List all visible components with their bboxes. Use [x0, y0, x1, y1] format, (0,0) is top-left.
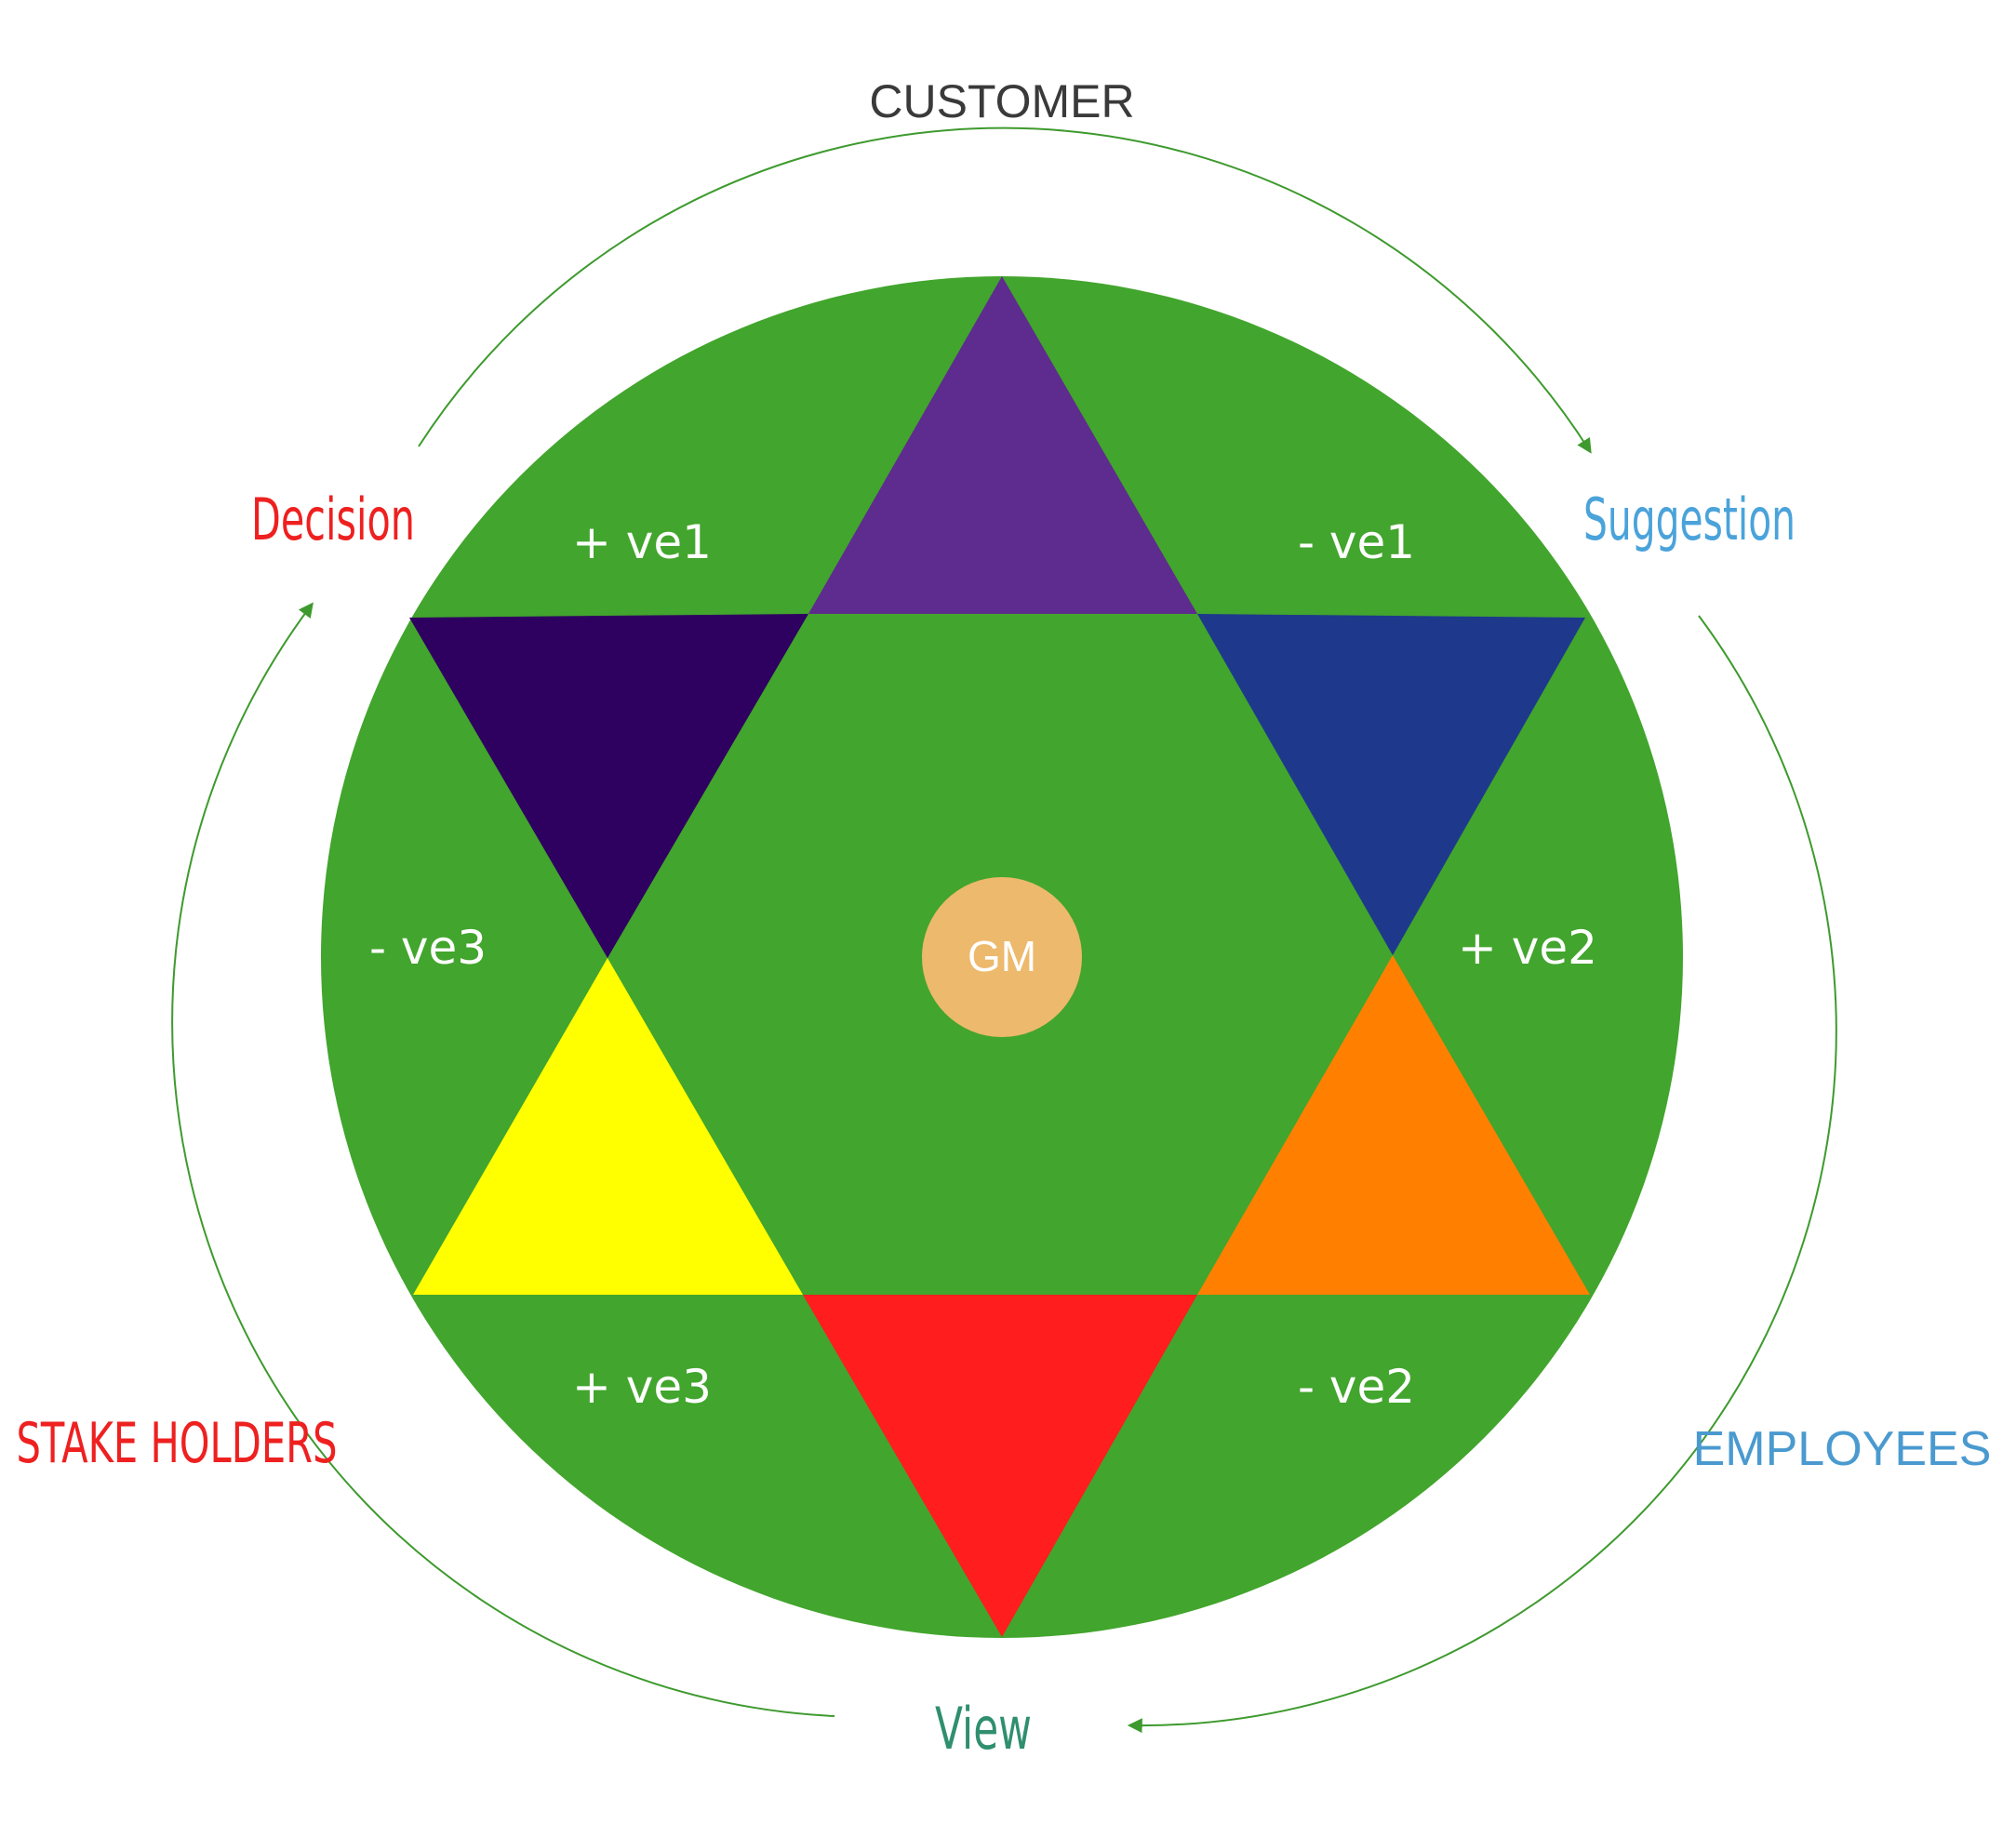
label-employees: EMPLOYEES [1693, 1422, 1992, 1476]
arc-suggestion-to-view [1127, 615, 1837, 1734]
triangle-lower-right [1197, 955, 1590, 1295]
label-suggestion: Suggestion [1583, 486, 1796, 553]
arc-customer-to-suggestion [418, 126, 1592, 454]
label-decision: Decision [251, 486, 415, 553]
triangle-top [808, 276, 1197, 614]
center-disc [922, 877, 1082, 1037]
segment-label-minus-ve1: - ve1 [1298, 515, 1415, 569]
triangle-upper-left [409, 614, 808, 958]
label-customer: CUSTOMER [869, 75, 1134, 127]
center-label: GM [968, 932, 1036, 980]
label-view: View [935, 1695, 1032, 1763]
arc-view-to-decision [171, 602, 835, 1717]
segment-label-minus-ve2: - ve2 [1298, 1360, 1415, 1414]
segment-label-plus-ve1: + ve1 [572, 515, 712, 569]
triangle-lower-left [413, 958, 803, 1295]
segment-label-plus-ve2: + ve2 [1458, 921, 1597, 975]
label-stake-holders: STAKE HOLDERS [17, 1411, 338, 1476]
triangle-upper-right [1197, 614, 1585, 955]
segment-label-minus-ve3: - ve3 [369, 921, 487, 975]
segment-label-plus-ve3: + ve3 [572, 1360, 712, 1414]
triangle-bottom [803, 1295, 1197, 1637]
